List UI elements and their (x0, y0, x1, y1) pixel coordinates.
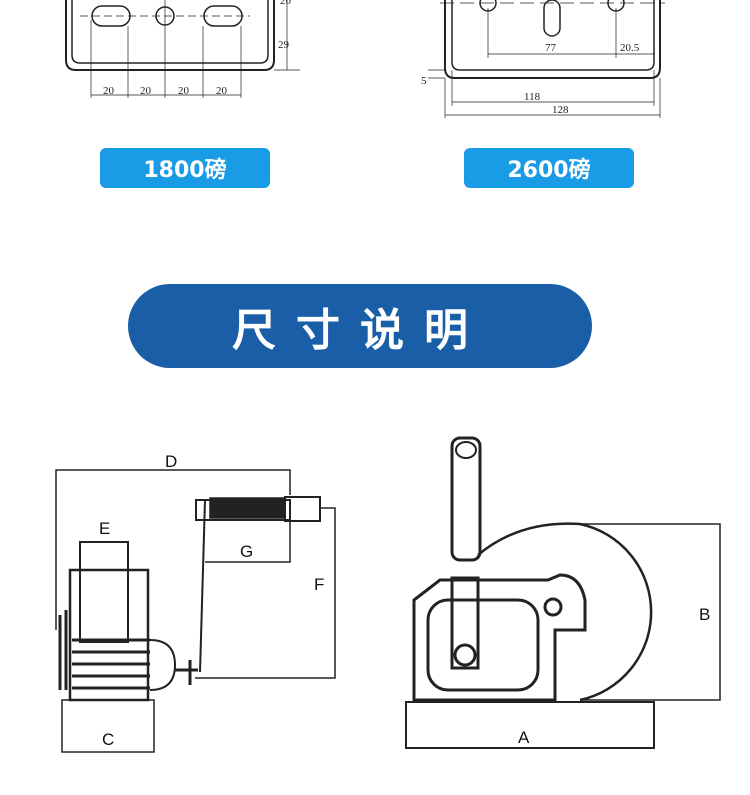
dim-118: 118 (524, 91, 541, 103)
bracket-2600-drawing: 77 20.5 118 128 5 (421, 0, 665, 118)
dim-top: 20 (280, 0, 292, 7)
dim-20-d: 20 (216, 85, 228, 97)
dim-20-b: 20 (140, 85, 152, 97)
dim-20-a: 20 (103, 85, 115, 97)
dim-20-5: 20.5 (620, 42, 640, 54)
label-d: D (165, 452, 177, 471)
bracket-1800-drawing: 20 20 20 20 29 20 (65, 0, 300, 98)
section-title: 尺寸说明 (128, 284, 592, 368)
label-f: F (314, 575, 324, 594)
capacity-badge-1800: 1800磅 (100, 148, 270, 188)
label-b: B (699, 605, 710, 624)
dim-5: 5 (421, 75, 427, 87)
winch-side-view: D E G F C (55, 452, 336, 753)
winch-front-view: B A (405, 436, 721, 749)
dim-29: 29 (278, 39, 290, 51)
dim-77: 77 (545, 42, 557, 54)
capacity-badge-2600: 2600磅 (464, 148, 634, 188)
label-c: C (102, 730, 114, 749)
dim-20-c: 20 (178, 85, 190, 97)
label-e: E (99, 519, 110, 538)
label-a: A (518, 728, 530, 747)
label-g: G (240, 542, 253, 561)
dim-128: 128 (552, 104, 569, 116)
